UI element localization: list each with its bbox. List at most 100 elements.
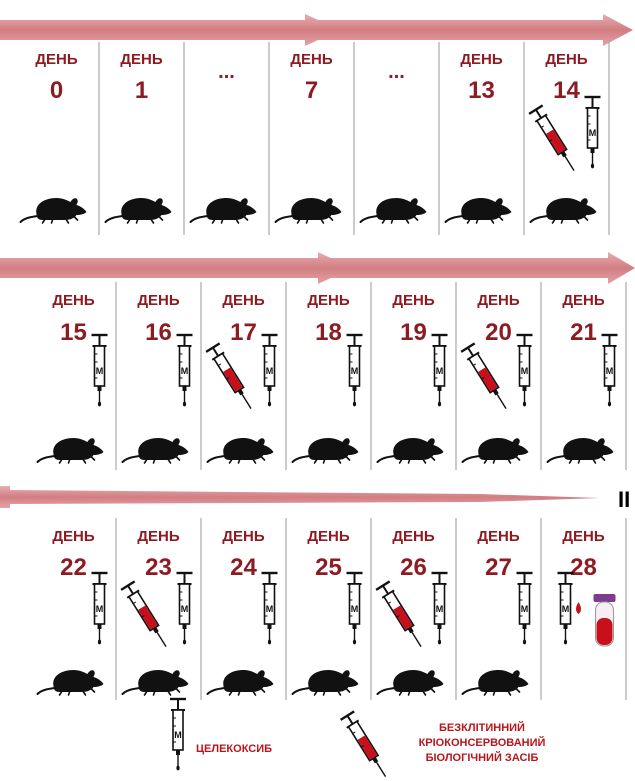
edge-text-fragment: II	[618, 487, 630, 512]
mouse-icon	[548, 438, 614, 463]
day-cell: ДЕНЬ 22	[38, 518, 117, 700]
legend-red-syringe-label-line-3: БІОЛОГІЧНИЙ ЗАСІБ	[426, 751, 539, 764]
day-word: ДЕНЬ	[562, 528, 605, 545]
red-syringe-icon	[206, 343, 258, 413]
day-number: 16	[145, 319, 172, 346]
m-syringe-icon	[262, 335, 278, 406]
m-syringe-icon	[92, 573, 108, 644]
m-syringe-icon	[177, 573, 193, 644]
day-word: ДЕНЬ	[392, 292, 435, 309]
day-number: 7	[305, 77, 318, 104]
m-syringe-icon	[517, 573, 533, 644]
legend-red-syringe-icon	[341, 711, 393, 781]
day-number: 0	[50, 77, 63, 104]
day-cell: ДЕНЬ 19	[378, 282, 457, 470]
mouse-icon	[38, 438, 104, 463]
mouse-icon	[293, 670, 359, 695]
m-syringe-icon	[432, 573, 448, 644]
day-cell: ДЕНЬ 1	[106, 42, 185, 235]
day-number: 19	[400, 319, 427, 346]
mouse-icon	[276, 198, 342, 223]
day-number: 22	[60, 554, 87, 581]
m-syringe-icon	[177, 335, 193, 406]
day-word: ДЕНЬ	[477, 528, 520, 545]
m-syringe-icon	[262, 573, 278, 644]
day-cell: ДЕНЬ 23	[121, 518, 201, 700]
mouse-icon	[38, 670, 104, 695]
m-syringe-icon	[517, 335, 533, 406]
day-cell: ...	[191, 42, 270, 235]
red-syringe-icon	[121, 581, 173, 651]
day-number: 26	[400, 554, 427, 581]
m-syringe-icon	[558, 573, 574, 644]
day-cell: ДЕНЬ 26	[376, 518, 456, 700]
legend-red-syringe-label-line-1: БЕЗКЛІТИННИЙ	[439, 721, 525, 734]
mouse-icon	[361, 198, 427, 223]
day-cell: ДЕНЬ 16	[123, 282, 202, 470]
day-ellipsis: ...	[388, 61, 405, 83]
row-1-arrow	[0, 14, 340, 46]
mouse-icon	[208, 670, 274, 695]
day-word: ДЕНЬ	[392, 528, 435, 545]
day-number: 13	[468, 77, 495, 104]
red-syringe-icon	[529, 105, 581, 175]
row-2-arrow	[0, 252, 352, 284]
red-syringe-icon	[461, 343, 513, 413]
mouse-icon	[463, 670, 529, 695]
m-syringe-icon	[432, 335, 448, 406]
day-number: 25	[315, 554, 342, 581]
day-cell: ДЕНЬ 20	[461, 282, 541, 470]
day-word: ДЕНЬ	[222, 292, 265, 309]
row-1-arrow-continuation	[318, 14, 633, 46]
day-number: 24	[230, 554, 257, 581]
day-word: ДЕНЬ	[290, 51, 333, 68]
day-cell: ДЕНЬ0	[21, 42, 100, 235]
blood-tube-icon	[576, 594, 616, 646]
day-cell: ДЕНЬ 7	[276, 42, 355, 235]
day-cell: ДЕНЬ14	[529, 42, 609, 235]
day-ellipsis: ...	[218, 61, 235, 83]
day-cell: ...	[361, 42, 440, 235]
day-word: ДЕНЬ	[137, 292, 180, 309]
day-number: 27	[485, 554, 512, 581]
mouse-icon	[463, 438, 529, 463]
day-word: ДЕНЬ	[52, 528, 95, 545]
mouse-icon	[123, 438, 189, 463]
day-word: ДЕНЬ	[222, 528, 265, 545]
legend: ЦЕЛЕКОКСИБ БЕЗКЛІТИННИЙ КРІОКОНСЕРВОВАНИ…	[170, 699, 545, 781]
m-syringe-icon	[602, 335, 618, 406]
m-syringe-icon	[585, 97, 601, 168]
row-2-arrow-continuation	[328, 252, 635, 284]
day-number: 18	[315, 319, 342, 346]
day-cell: ДЕНЬ 24	[208, 518, 287, 700]
day-number: 23	[145, 554, 172, 581]
day-number: 20	[485, 319, 512, 346]
mouse-icon	[446, 198, 512, 223]
mouse-icon	[378, 670, 444, 695]
row-3-arrow	[0, 486, 600, 508]
mouse-icon	[293, 438, 359, 463]
day-cell: ДЕНЬ15	[38, 282, 117, 470]
m-syringe-icon	[347, 573, 363, 644]
timeline-row-2: ДЕНЬ15ДЕНЬ16ДЕНЬ17ДЕНЬ18ДЕНЬ19ДЕНЬ20ДЕНЬ…	[38, 282, 627, 470]
timeline-row-3: ДЕНЬ 22 ДЕНЬ 23 ДЕНЬ 24 ДЕНЬ 25 ДЕНЬ 26 ДЕНЬ 27 ДЕНЬ…	[38, 518, 627, 700]
day-number: 14	[553, 77, 580, 104]
day-number: 1	[135, 77, 148, 104]
mouse-icon	[21, 198, 87, 223]
day-cell: ДЕНЬ 21	[548, 282, 627, 470]
day-word: ДЕНЬ	[137, 528, 180, 545]
day-word: ДЕНЬ	[307, 528, 350, 545]
legend-m-syringe-icon	[170, 699, 186, 770]
day-word: ДЕНЬ	[460, 51, 503, 68]
day-word: ДЕНЬ	[477, 292, 520, 309]
legend-m-syringe-label: ЦЕЛЕКОКСИБ	[196, 743, 272, 755]
day-word: ДЕНЬ	[120, 51, 163, 68]
legend-red-syringe-label-line-2: КРІОКОНСЕРВОВАНИЙ	[419, 736, 546, 749]
mouse-icon	[531, 198, 597, 223]
day-word: ДЕНЬ	[562, 292, 605, 309]
m-syringe-icon	[92, 335, 108, 406]
day-cell: ДЕНЬ 13	[446, 42, 525, 235]
day-number: 21	[570, 319, 597, 346]
